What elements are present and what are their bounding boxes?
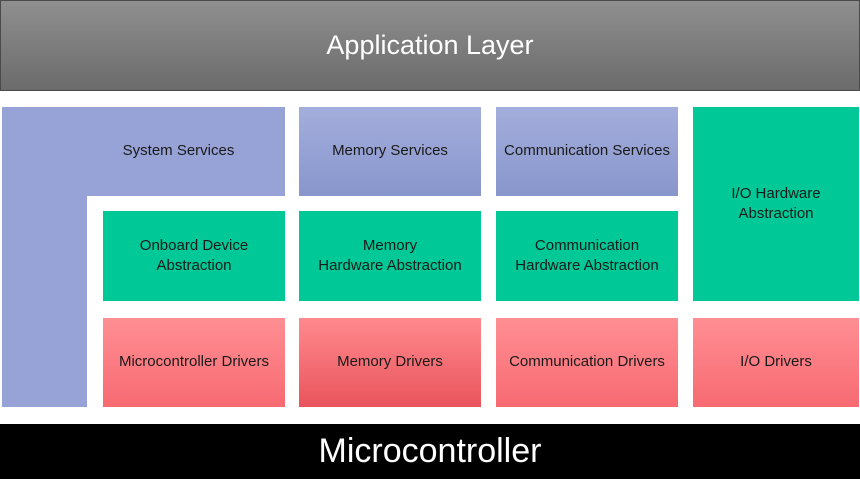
microcontroller-drivers: Microcontroller Drivers	[103, 318, 285, 407]
microcontroller-label: Microcontroller	[318, 431, 542, 470]
memory-abs-line1: Memory	[362, 236, 418, 254]
io-abs-line1: I/O Hardware	[731, 184, 821, 202]
comm-abs-line1: Communication	[534, 236, 640, 254]
communication-services: Communication Services	[496, 107, 678, 196]
communication-drivers: Communication Drivers	[496, 318, 678, 407]
onboard-line2: Abstraction	[156, 257, 232, 274]
onboard-line1: Onboard Device	[139, 236, 249, 254]
memory-abs-line2: Hardware Abstraction	[318, 257, 462, 274]
communication-drivers-label: Communication Drivers	[509, 353, 665, 371]
io-abs-line2: Abstraction	[738, 205, 814, 222]
memory-services-label: Memory Services	[332, 142, 448, 160]
comm-abs-line2: Hardware Abstraction	[515, 257, 659, 274]
application-layer: Application Layer	[0, 0, 860, 91]
system-services-label: System Services	[122, 142, 235, 160]
memory-drivers-label: Memory Drivers	[337, 353, 443, 371]
microcontroller-layer: Microcontroller	[0, 424, 860, 479]
microcontroller-drivers-label: Microcontroller Drivers	[118, 353, 270, 371]
io-drivers-label: I/O Drivers	[740, 353, 812, 371]
io-drivers: I/O Drivers	[693, 318, 859, 407]
application-layer-label: Application Layer	[326, 30, 534, 61]
communication-services-label: Communication Services	[504, 142, 670, 160]
memory-services: Memory Services	[299, 107, 481, 196]
system-services: System Services	[2, 107, 285, 196]
memory-drivers: Memory Drivers	[299, 318, 481, 407]
